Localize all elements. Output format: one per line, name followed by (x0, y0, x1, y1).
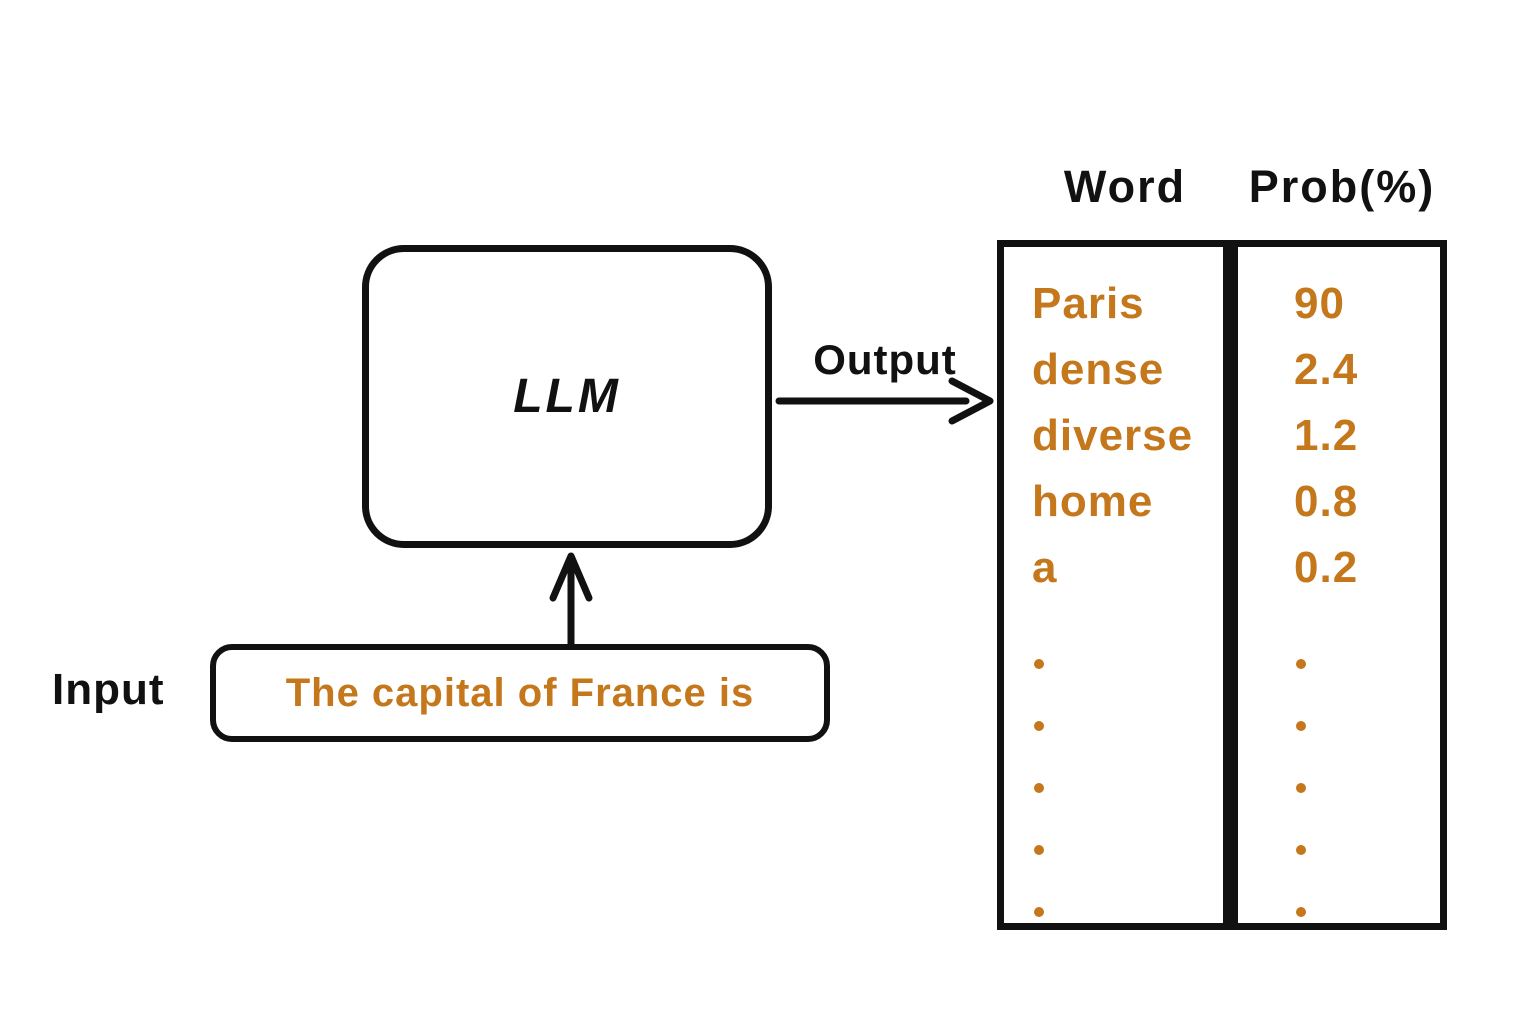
prob-column-header: Prob(%) (1248, 161, 1436, 212)
ellipsis-dot (1034, 783, 1044, 793)
ellipsis-dot (1034, 845, 1044, 855)
ellipsis-dot (1034, 721, 1044, 731)
word-cell: Paris (1032, 279, 1145, 328)
ellipsis-dot-row (1034, 819, 1044, 881)
word-cell: diverse (1032, 411, 1194, 460)
llm-label: LLM (513, 370, 621, 423)
ellipsis-dot (1034, 907, 1044, 917)
ellipsis-dot (1296, 721, 1306, 731)
ellipsis-dot-row (1034, 633, 1044, 695)
ellipsis-dot-row (1296, 633, 1306, 695)
ellipsis-dot-row (1296, 819, 1306, 881)
prob-column-ellipsis-dots (1296, 633, 1306, 943)
llm-box: LLM (362, 245, 772, 548)
word-column-rows: Paris dense diverse home a (1032, 271, 1222, 601)
ellipsis-dot (1296, 907, 1306, 917)
prob-column-rows: 90 2.4 1.2 0.8 0.2 (1294, 271, 1434, 601)
ellipsis-dot-row (1296, 757, 1306, 819)
word-cell: dense (1032, 345, 1165, 394)
ellipsis-dot-row (1296, 695, 1306, 757)
ellipsis-dot-row (1296, 881, 1306, 943)
prob-cell: 0.8 (1294, 477, 1359, 526)
prob-cell: 1.2 (1294, 411, 1359, 460)
prob-cell: 0.2 (1294, 543, 1359, 592)
input-label: Input (52, 665, 165, 714)
prob-cell: 2.4 (1294, 345, 1359, 394)
ellipsis-dot (1296, 783, 1306, 793)
table-column-divider (1223, 247, 1238, 923)
output-arrow (775, 377, 994, 425)
ellipsis-dot-row (1034, 757, 1044, 819)
input-arrow (549, 552, 593, 648)
ellipsis-dot (1034, 659, 1044, 669)
input-prompt-text: The capital of France is (285, 670, 755, 715)
ellipsis-dot (1296, 845, 1306, 855)
input-prompt-box: The capital of France is (210, 644, 830, 742)
output-label: Output (813, 336, 957, 383)
prob-cell: 90 (1294, 279, 1345, 328)
word-cell: home (1032, 477, 1154, 526)
word-cell: a (1032, 543, 1058, 592)
probability-table: Paris dense diverse home a 90 2.4 1.2 0.8 0.2 (997, 240, 1447, 930)
ellipsis-dot-row (1034, 695, 1044, 757)
ellipsis-dot-row (1034, 881, 1044, 943)
ellipsis-dot (1296, 659, 1306, 669)
word-column-ellipsis-dots (1034, 633, 1044, 943)
word-column-header: Word (1063, 161, 1187, 212)
